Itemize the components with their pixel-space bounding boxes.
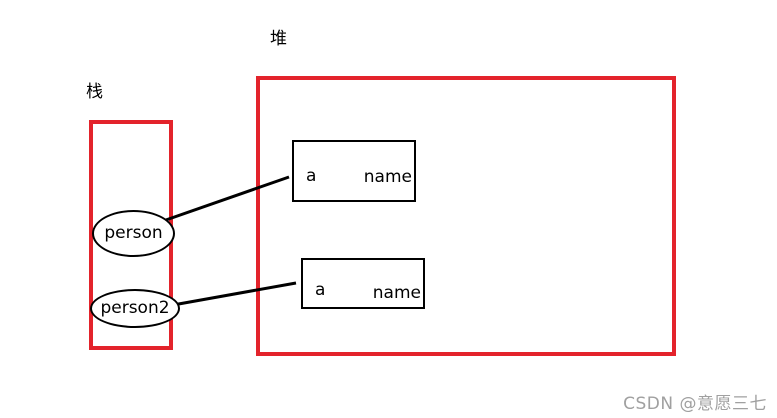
heap-region (256, 76, 676, 356)
heap-label: 堆 (270, 29, 287, 49)
field-name: name (363, 167, 412, 187)
stack-ref-person2: person2 (90, 289, 180, 328)
heap-object-2: a name (301, 258, 425, 309)
heap-object-1: a name (292, 140, 416, 202)
watermark: CSDN @意愿三七 (623, 394, 767, 414)
person-reference-line (162, 175, 290, 223)
stack-label: 栈 (86, 82, 103, 102)
field-a: a (315, 280, 326, 300)
field-name: name (372, 283, 421, 303)
person2-reference-line (172, 281, 297, 307)
field-a: a (306, 166, 317, 186)
stack-ref-person: person (92, 210, 175, 257)
